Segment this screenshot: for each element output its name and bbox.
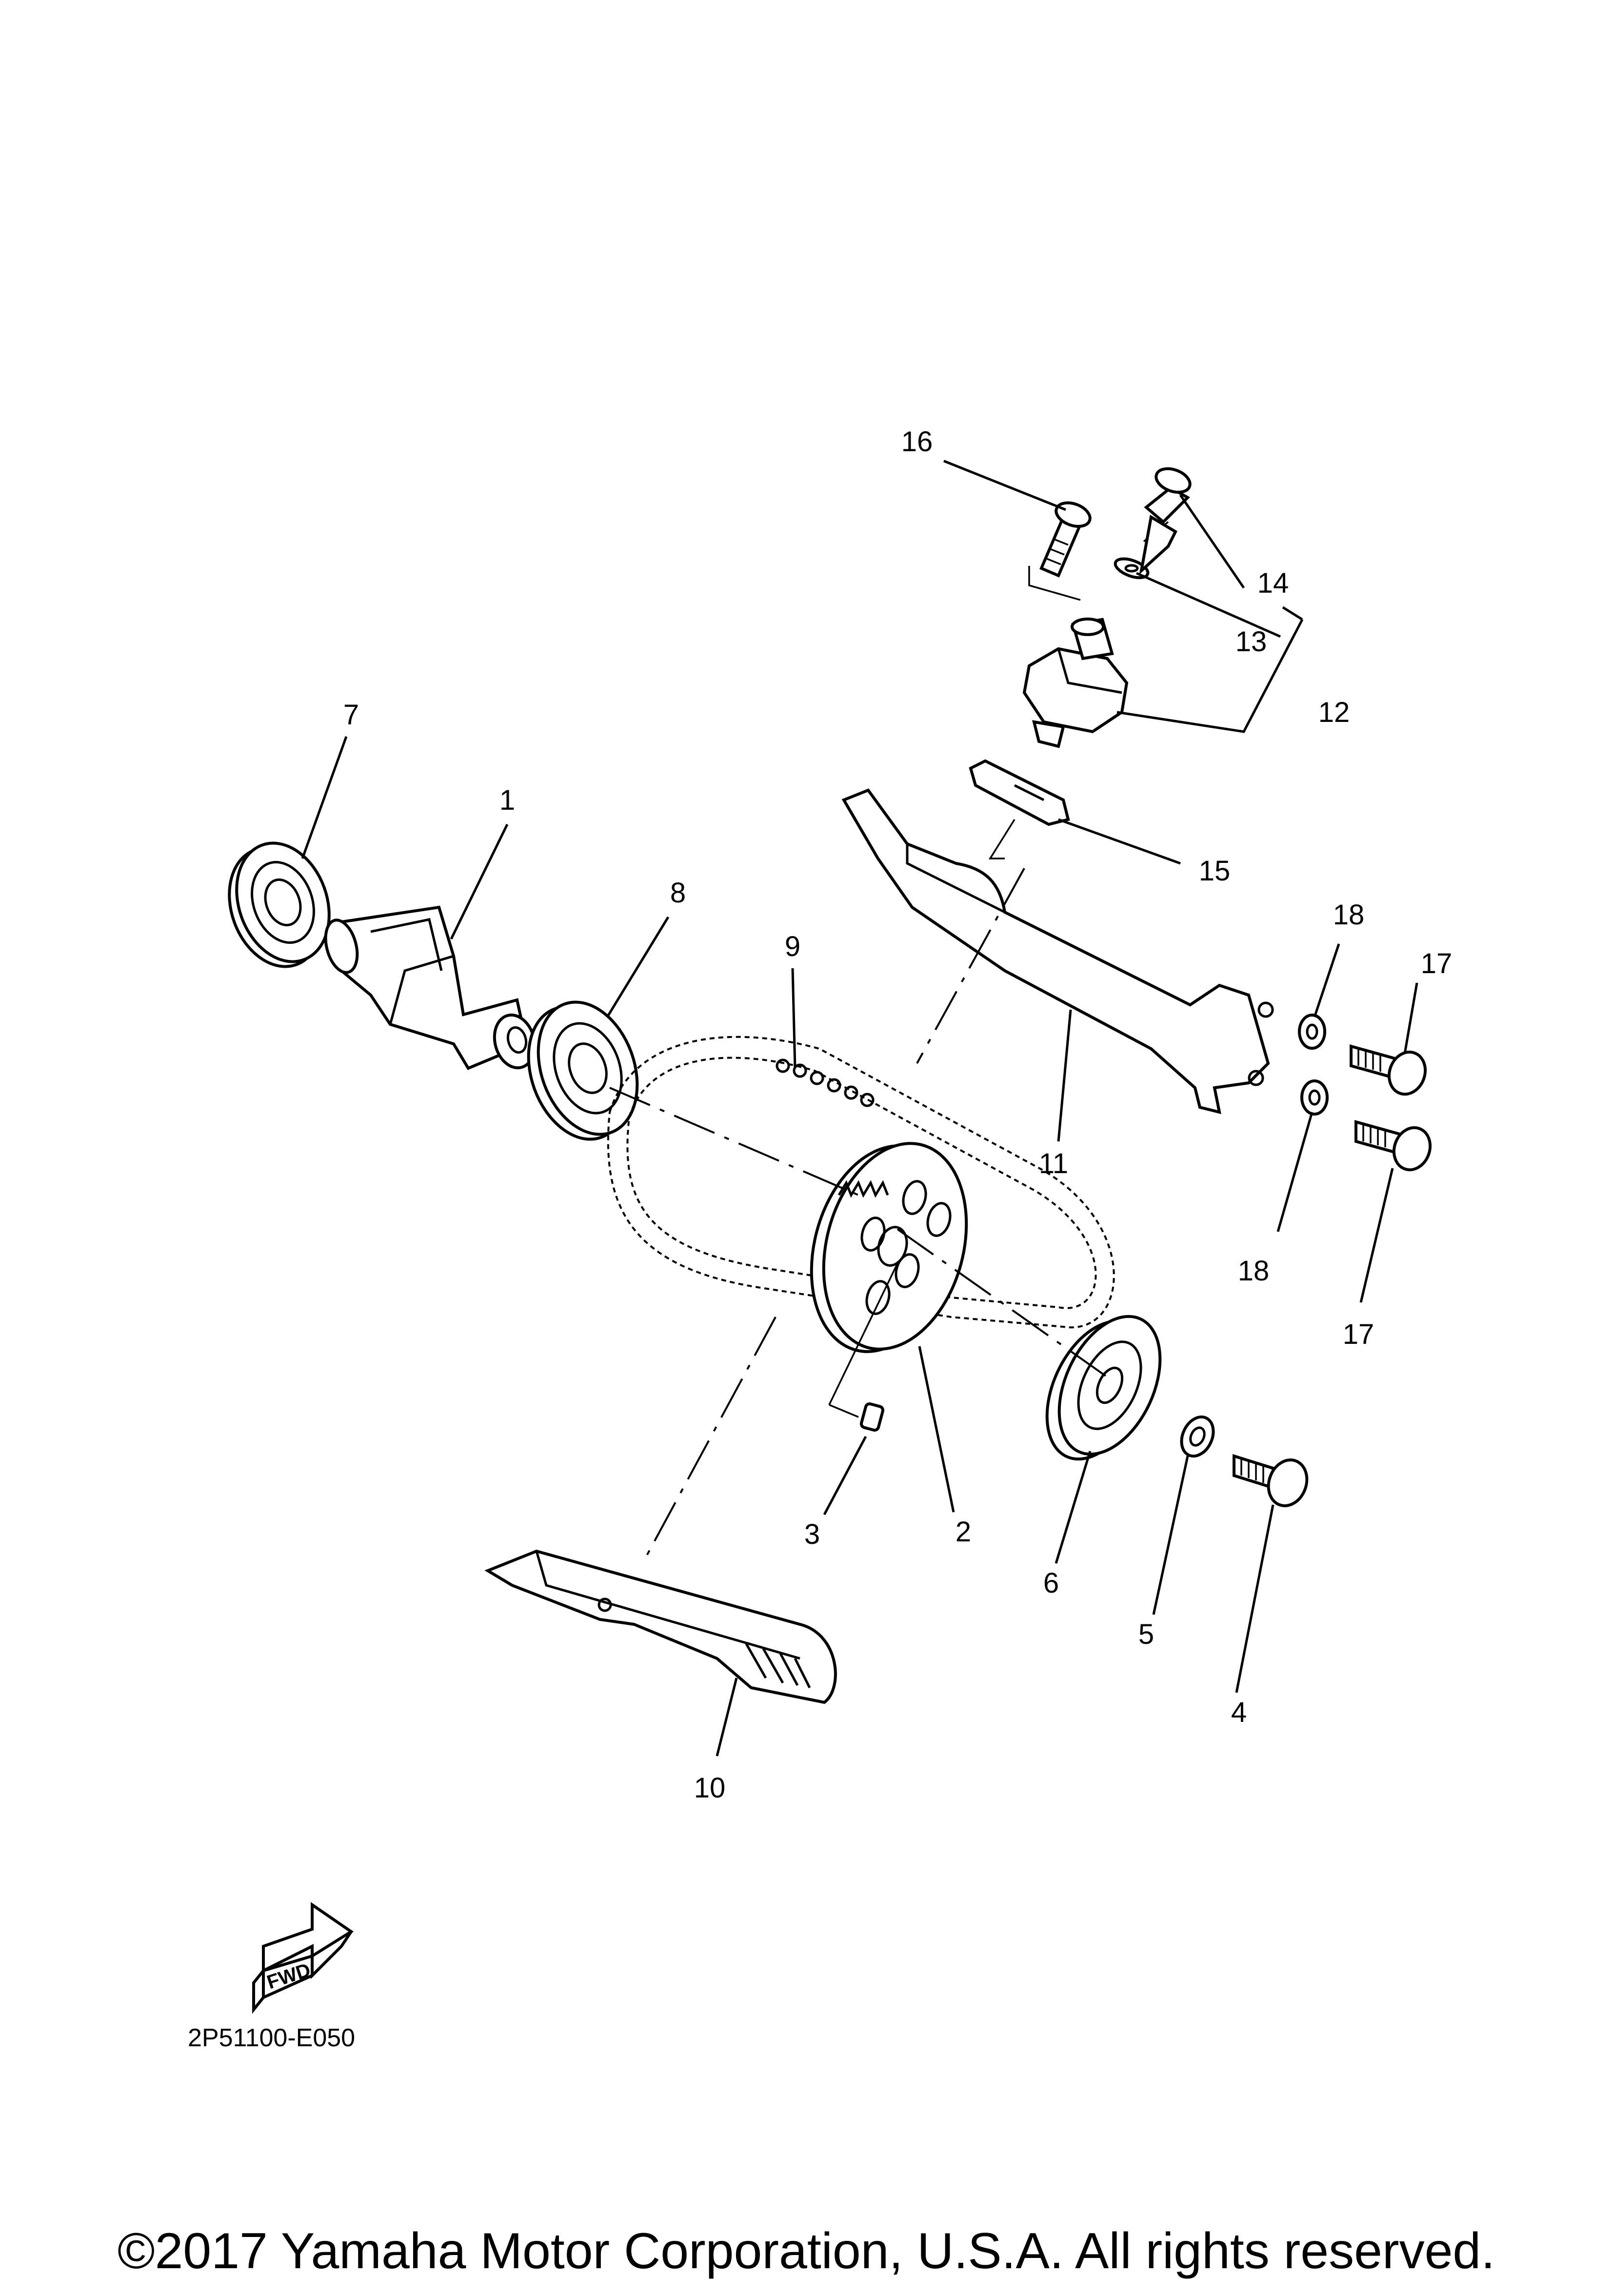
callout-2: 2: [956, 1516, 971, 1548]
callout-15: 15: [1199, 855, 1231, 887]
bolt-part-16: [1039, 501, 1092, 578]
copyright-notice: ©2017 Yamaha Motor Corporation, U.S.A. A…: [118, 2223, 1495, 2279]
chain-guide-part-10: [484, 1549, 837, 1704]
tensioner-part-12: [1022, 618, 1129, 748]
callout-9: 9: [785, 931, 800, 962]
callout-13: 13: [1235, 626, 1267, 658]
callout-17-upper: 17: [1421, 948, 1453, 979]
callout-10: 10: [694, 1772, 726, 1804]
bolt-part-17-lower: [1354, 1120, 1432, 1172]
camshaft-part-1: [324, 905, 537, 1070]
callout-17-lower: 17: [1343, 1318, 1374, 1350]
callout-18-upper: 18: [1333, 899, 1365, 931]
gasket-part-15: [969, 759, 1070, 826]
washer-part-18-upper: [1298, 1014, 1326, 1050]
diagram-code: 2P51100-E050: [188, 2024, 355, 2052]
plate-part-6: [1045, 1315, 1162, 1461]
leader-lines: [301, 459, 1418, 1757]
cam-chain-part-9: [607, 1036, 1115, 1329]
callouts: 1 2 3 4 5 6 7 8 9 10 11 12 13 14 15 16 1…: [343, 426, 1452, 1804]
fwd-arrow-icon: FWD: [252, 1902, 354, 2014]
callout-11: 11: [1039, 1148, 1068, 1179]
washer-part-18-lower: [1300, 1079, 1329, 1116]
cam-sprocket-part-2: [810, 1142, 968, 1353]
bolt-part-4: [1233, 1454, 1309, 1507]
callout-4: 4: [1231, 1697, 1247, 1728]
callout-3: 3: [804, 1518, 820, 1550]
bolt-part-14: [1139, 467, 1192, 575]
chain-guide-part-11: [841, 788, 1274, 1115]
callout-16: 16: [901, 426, 933, 458]
bearing-part-7: [228, 841, 331, 968]
dowel-pin-part-3: [859, 1402, 885, 1432]
callout-6: 6: [1043, 1567, 1059, 1599]
callout-8: 8: [670, 877, 686, 909]
alignment-lines: [609, 566, 1113, 1561]
callout-5: 5: [1138, 1618, 1154, 1650]
callout-1: 1: [499, 784, 515, 816]
callout-12: 12: [1318, 697, 1350, 728]
callout-18-lower: 18: [1238, 1255, 1270, 1287]
bolt-part-17-upper: [1350, 1044, 1427, 1096]
callout-14: 14: [1257, 567, 1289, 599]
callout-7: 7: [343, 699, 359, 731]
bearing-part-8: [527, 1000, 639, 1141]
washer-part-5: [1180, 1415, 1215, 1458]
